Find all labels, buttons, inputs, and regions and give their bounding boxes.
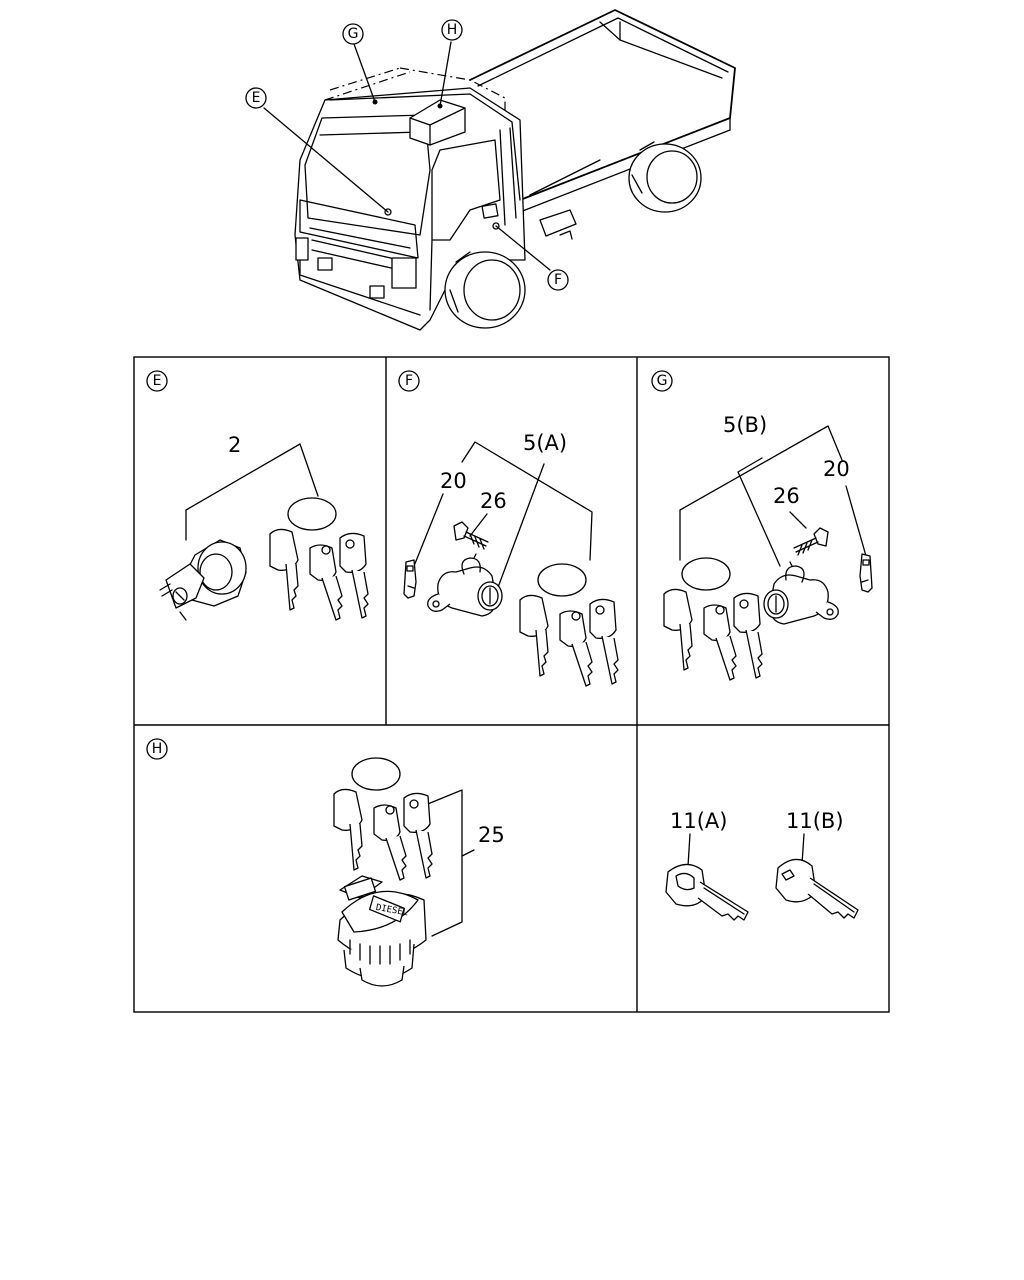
key-set-2	[269, 497, 369, 621]
fuel-filler-cap: DIESEL	[337, 875, 427, 987]
panel-g: G 5(B) 20 26	[651, 370, 873, 681]
bracket-20-g	[859, 553, 873, 593]
panel-e-callout: E	[153, 373, 162, 389]
part-20-label-g: 20	[823, 457, 850, 481]
part-26-label-g: 26	[773, 484, 800, 508]
truck-callout-f: F	[554, 272, 562, 288]
panel-e: E 2	[146, 370, 369, 621]
key-set-5a	[519, 563, 619, 687]
panel-h-callout: H	[152, 741, 163, 757]
key-set-5b	[663, 557, 763, 681]
part-11a-label: 11(A)	[670, 809, 727, 833]
panel-f: F 5(A) 20 26	[398, 370, 619, 687]
bolt-26-f	[453, 521, 489, 550]
panel-keys: 11(A) 11(B)	[665, 809, 859, 921]
bracket-20-f	[403, 559, 417, 599]
truck-callout-g: G	[348, 26, 359, 42]
part-25-label: 25	[478, 823, 505, 847]
part-2-label: 2	[228, 433, 241, 457]
part-26-label-f: 26	[480, 489, 507, 513]
ignition-lock-cylinder	[159, 539, 247, 621]
panel-f-callout: F	[405, 373, 413, 389]
part-5b-label: 5(B)	[723, 413, 767, 437]
panel-grid	[133, 356, 890, 1013]
door-lock-cylinder-f	[427, 553, 503, 617]
truck-callout-h: H	[447, 22, 458, 38]
bolt-26-g	[793, 527, 829, 556]
part-5a-label: 5(A)	[523, 431, 567, 455]
key-11a	[665, 863, 749, 921]
part-20-label-f: 20	[440, 469, 467, 493]
panel-g-callout: G	[657, 373, 668, 389]
truck-callout-e: E	[252, 90, 261, 106]
door-lock-cylinder-g	[763, 561, 839, 625]
panel-h: H 25 DIESEL	[146, 738, 505, 987]
part-11b-label: 11(B)	[786, 809, 844, 833]
truck-overview: G H E F	[245, 9, 736, 331]
key-11b	[775, 858, 859, 919]
key-set-25	[333, 757, 433, 881]
